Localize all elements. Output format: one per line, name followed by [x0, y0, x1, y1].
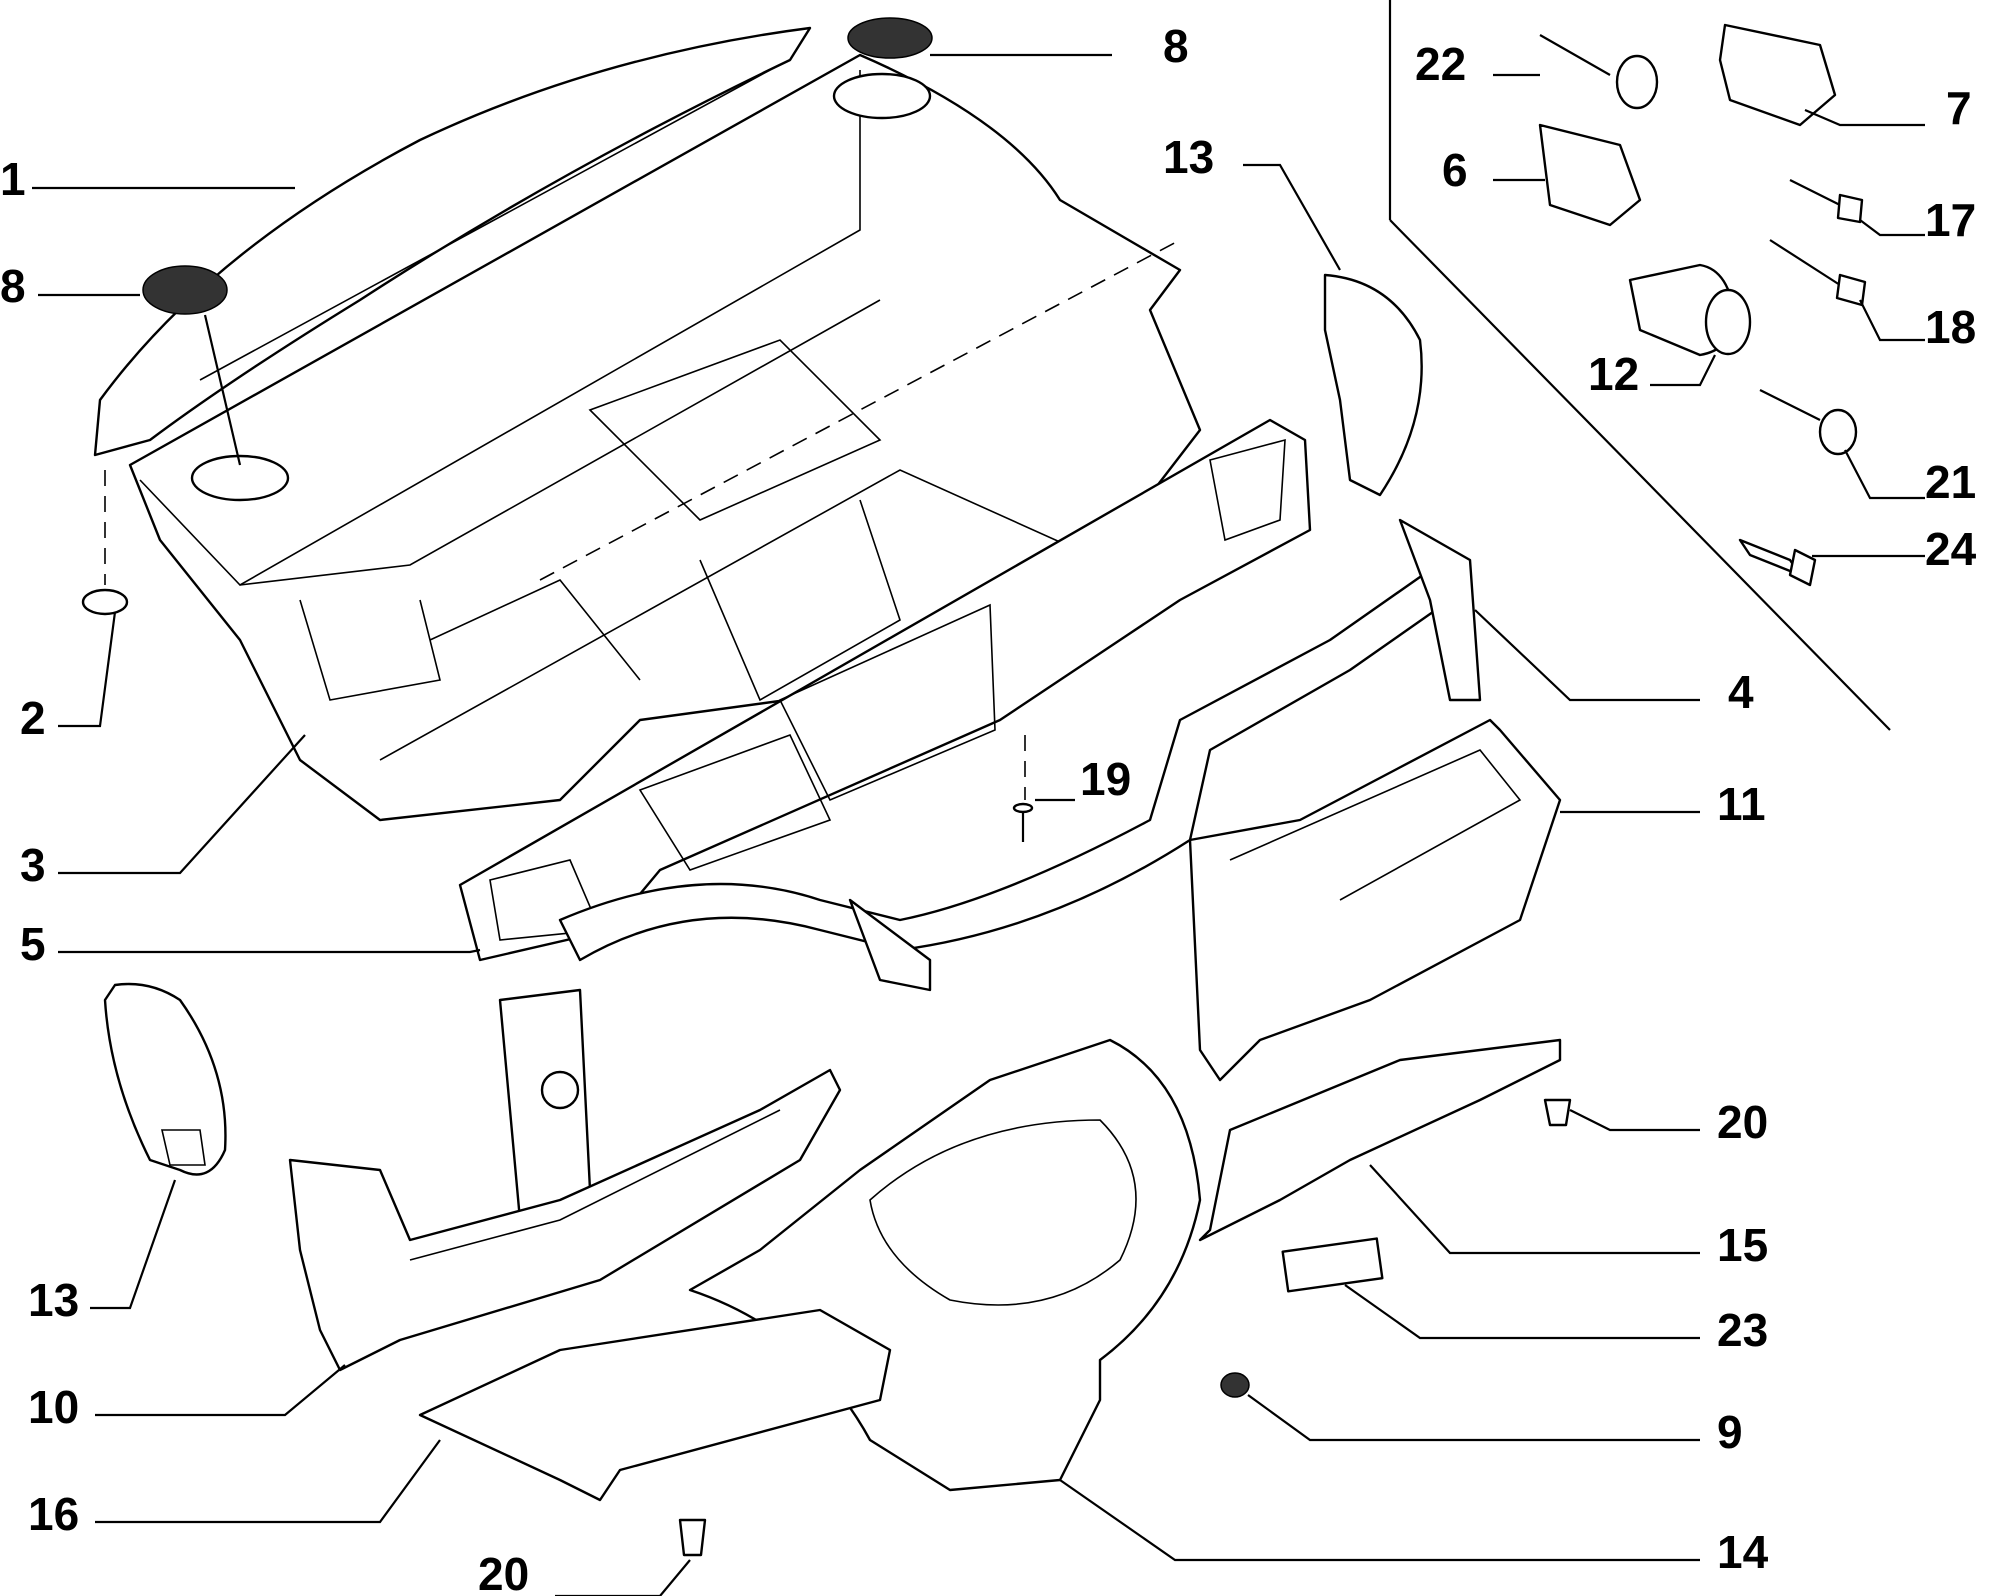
part-18-bolt: [1769, 239, 1867, 307]
part-10-lower-left-trim: [288, 1068, 842, 1372]
callout-17: 17: [1925, 194, 1976, 246]
callout-4: 4: [1728, 666, 1754, 718]
part-7-bracket-clip: [1718, 23, 1837, 127]
callout-22: 22: [1415, 38, 1466, 90]
part-20-push-rivet-right: [1543, 1098, 1572, 1127]
part-13-side-trim-left: [103, 982, 227, 1176]
part-1-upper-trim-panel: [93, 26, 812, 457]
callout-18: 18: [1925, 301, 1976, 353]
part-6-bracket-clip: [1538, 123, 1642, 227]
callout-9: 9: [1717, 1406, 1743, 1458]
part-19-screw: [1012, 735, 1034, 842]
callout-11: 11: [1717, 778, 1766, 830]
callout-2: 2: [20, 692, 46, 744]
callout-19: 19: [1080, 753, 1131, 805]
callout-8-left: 8: [0, 260, 26, 312]
part-22-screw: [1539, 34, 1659, 110]
part-8-speaker-grille-right: [847, 17, 933, 59]
part-13-side-trim-right: [1323, 273, 1423, 497]
callout-10: 10: [28, 1381, 79, 1433]
part-16-lower-left-panel: [418, 1308, 892, 1502]
part-9-stopper: [1220, 1372, 1250, 1398]
callout-13-left: 13: [28, 1274, 79, 1326]
part-12-sleeve: [1628, 263, 1752, 357]
callout-16: 16: [28, 1488, 79, 1540]
part-11-glovebox: [1188, 718, 1562, 1082]
part-23-clip: [1281, 1237, 1384, 1293]
callout-20-right: 20: [1717, 1096, 1768, 1148]
part-15-lower-right-panel: [1198, 1038, 1562, 1242]
callout-7: 7: [1946, 82, 1972, 134]
leader-lines: [32, 53, 1925, 1596]
callout-21: 21: [1925, 456, 1976, 508]
callout-20-bottom: 20: [478, 1548, 529, 1596]
callout-13-right: 13: [1163, 131, 1214, 183]
callout-15: 15: [1717, 1219, 1768, 1271]
callout-8-right: 8: [1163, 20, 1189, 72]
part-4-cross-beam: [498, 518, 1482, 1222]
callout-3: 3: [20, 839, 46, 891]
part-24-bolt: [1738, 538, 1817, 587]
part-5-dashboard-face: [458, 418, 1312, 962]
callout-5: 5: [20, 918, 46, 970]
part-2-plug: [81, 588, 129, 616]
callout-24: 24: [1925, 523, 1977, 575]
part-17-bolt: [1789, 179, 1864, 224]
part-21-screw: [1759, 389, 1858, 456]
fastener-panel-divider: [1388, 0, 1891, 731]
callout-12: 12: [1588, 348, 1639, 400]
part-20-push-rivet-bottom: [678, 1518, 707, 1557]
part-3-dashboard-carrier: [128, 53, 1202, 822]
callout-6: 6: [1442, 144, 1468, 196]
part-8-speaker-grille-left: [142, 265, 228, 315]
callout-14: 14: [1717, 1526, 1769, 1578]
callout-1: 1: [0, 153, 26, 205]
callout-23: 23: [1717, 1304, 1768, 1356]
